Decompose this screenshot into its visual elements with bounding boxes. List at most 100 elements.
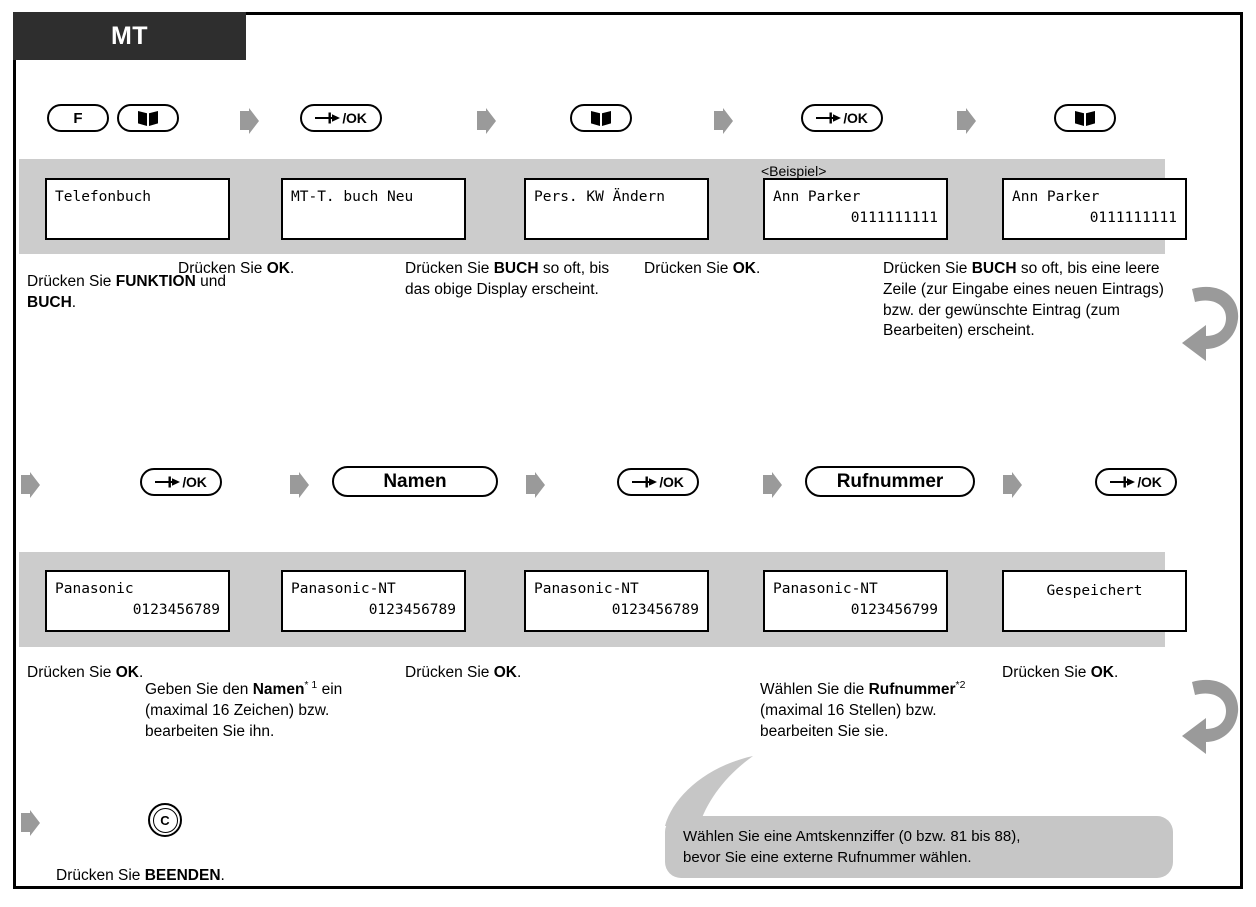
caption-10: Drücken Sie OK. [1002,663,1202,684]
lcd-display-5: Ann Parker 0111111111 [1002,178,1187,240]
caption-7-footnote-marker: * 1 [304,679,318,691]
key-ok-1-content: /OK [315,110,367,126]
key-ok-3-content: /OK [155,474,207,490]
caption-3-text-2: so oft, bis das obige Display erscheint. [405,260,610,298]
caption-10-text-1: Drücken Sie [1002,664,1091,681]
chevron-right-icon [21,472,40,498]
caption-7-text-2: ein (maximal 16 Zeichen) bzw. bearbeiten… [145,681,343,740]
lcd-9-line-2: 0123456799 [850,602,938,619]
content-frame [13,12,1243,889]
key-rufnummer-label: Rufnummer [836,470,944,492]
key-function-label: F [73,109,83,127]
caption-1-bold-2: BUCH [27,293,72,311]
caption-9-footnote-marker: *2 [955,679,966,691]
lcd-5-line-2: 0111111111 [1089,210,1177,227]
caption-3-text-1: Drücken Sie [405,260,494,277]
caption-10-text-2: . [1113,664,1119,681]
key-book-2[interactable] [570,104,632,132]
lcd-4-line-1: Ann Parker [773,189,861,205]
section-tab-mt: MT [13,12,246,60]
caption-1: Drücken Sie FUNKTION und BUCH. [27,272,242,314]
caption-4-bold-1: OK [732,260,756,277]
key-rufnummer[interactable]: Rufnummer [805,466,975,497]
arrow-ok-icon [816,112,842,124]
chevron-right-icon [290,472,309,498]
key-ok-5-label: /OK [1137,474,1162,490]
lcd-2-line-1: MT-T. buch Neu [291,189,414,205]
book-icon [1075,110,1095,126]
callout-line-2: bevor Sie eine externe Rufnummer wählen. [683,848,972,866]
caption-2-text-2: . [289,260,295,277]
key-namen-label: Namen [383,470,447,492]
key-ok-5[interactable]: /OK [1095,468,1177,496]
example-label: <Beispiel> [761,163,827,179]
key-ok-2-content: /OK [816,110,868,126]
key-book-1[interactable] [117,104,179,132]
callout-tail [655,756,765,831]
lcd-display-1: Telefonbuch [45,178,230,240]
key-ok-3[interactable]: /OK [140,468,222,496]
caption-9: Wählen Sie die Rufnummer*2 (maximal 16 S… [760,678,975,742]
lcd-display-8: Panasonic-NT 0123456789 [524,570,709,632]
lcd-display-6: Panasonic 0123456789 [45,570,230,632]
caption-4-text-2: . [755,260,761,277]
caption-10-bold-1: OK [1090,664,1114,681]
caption-8-bold-1: OK [493,664,517,681]
book-icon [591,110,611,126]
key-namen[interactable]: Namen [332,466,498,497]
lcd-6-line-1: Panasonic [55,581,134,597]
key-ok-4[interactable]: /OK [617,468,699,496]
caption-9-text-1: Wählen Sie die [760,681,869,699]
caption-4-text-1: Drücken Sie [644,260,733,277]
caption-8-text-2: . [516,664,522,681]
caption-7: Geben Sie den Namen* 1 ein (maximal 16 Z… [145,678,360,742]
caption-9-text-2: (maximal 16 Stellen) bzw. bearbeiten Sie… [760,701,937,740]
chevron-right-icon [957,108,976,134]
caption-2: Drücken Sie OK. [178,259,373,280]
book-icon [138,110,158,126]
caption-1-text-1: Drücken Sie [27,273,116,290]
chevron-right-icon [763,472,782,498]
caption-11: Drücken Sie BEENDEN. [56,866,356,887]
caption-1-bold-1: FUNKTION [115,273,196,290]
key-book-3[interactable] [1054,104,1116,132]
caption-3: Drücken Sie BUCH so oft, bis das obige D… [405,259,620,301]
chevron-right-icon [21,810,40,836]
key-beenden-label: C [152,807,178,833]
caption-7-text-1: Geben Sie den [145,681,253,699]
callout-line-1: Wählen Sie eine Amtskennziffer (0 bzw. 8… [683,828,1021,845]
lcd-3-line-1: Pers. KW Ändern [534,189,665,205]
chevron-right-icon [240,108,259,134]
key-ok-2-label: /OK [843,110,868,126]
section-tab-label: MT [110,21,149,50]
key-beenden[interactable]: C [148,803,182,837]
caption-6-bold-1: OK [115,664,139,681]
key-function[interactable]: F [47,104,109,132]
caption-6-text-1: Drücken Sie [27,664,116,681]
wrap-arrow-icon [1180,285,1242,366]
lcd-7-line-2: 0123456789 [368,602,456,619]
chevron-right-icon [714,108,733,134]
arrow-ok-icon [1110,476,1136,488]
caption-11-text-1: Drücken Sie [56,867,145,884]
caption-5-text-2: so oft, bis eine leere Zeile (zur Eingab… [883,260,1164,340]
lcd-10-line-1: Gespeichert [1046,583,1143,599]
caption-5: Drücken Sie BUCH so oft, bis eine leere … [883,259,1173,342]
lcd-1-line-1: Telefonbuch [55,189,152,205]
lcd-6-line-2: 0123456789 [132,602,220,619]
lcd-7-line-1: Panasonic-NT [291,581,396,597]
caption-8: Drücken Sie OK. [405,663,605,684]
lcd-display-10: Gespeichert [1002,570,1187,632]
lcd-display-3: Pers. KW Ändern [524,178,709,240]
caption-6: Drücken Sie OK. [27,663,227,684]
caption-1-text-3: . [71,293,77,311]
lcd-display-4: Ann Parker 0111111111 [763,178,948,240]
arrow-ok-icon [155,476,181,488]
key-ok-3-label: /OK [182,474,207,490]
caption-8-text-1: Drücken Sie [405,664,494,681]
key-ok-2[interactable]: /OK [801,104,883,132]
key-ok-1[interactable]: /OK [300,104,382,132]
lcd-4-line-2: 0111111111 [850,210,938,227]
caption-2-bold-1: OK [266,260,290,277]
